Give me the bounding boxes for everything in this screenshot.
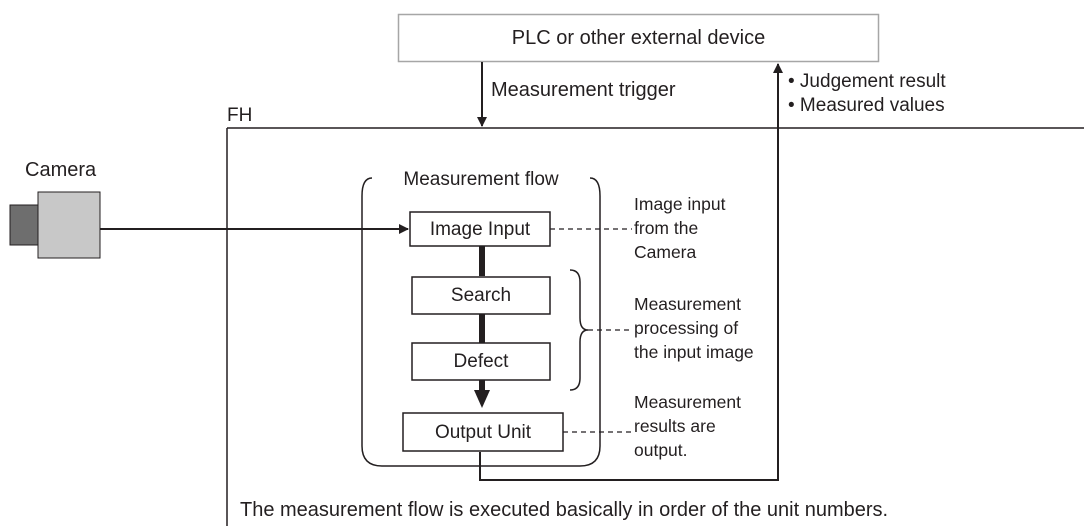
note-output: Measurement results are output. bbox=[634, 390, 741, 462]
unit-box-defect bbox=[411, 342, 551, 381]
processing-brace bbox=[569, 269, 589, 391]
note-output-line-2: results are bbox=[634, 416, 716, 436]
note-processing-line-3: the input image bbox=[634, 342, 754, 362]
note-image-input: Image input from the Camera bbox=[634, 192, 725, 264]
note-processing-line-1: Measurement bbox=[634, 294, 741, 314]
camera-lens bbox=[9, 204, 41, 246]
note-image-input-line-1: Image input bbox=[634, 194, 726, 214]
camera-label: Camera bbox=[25, 159, 97, 181]
flow-title: Measurement flow bbox=[376, 170, 586, 189]
unit-box-search bbox=[411, 276, 551, 315]
camera-body bbox=[37, 191, 101, 259]
plc-box bbox=[397, 13, 880, 63]
unit-box-image-input bbox=[409, 211, 551, 247]
unit-label-output: Output Unit bbox=[434, 422, 532, 443]
note-processing: Measurement processing of the input imag… bbox=[634, 292, 754, 364]
unit-label-search: Search bbox=[450, 285, 512, 306]
note-image-input-line-3: Camera bbox=[634, 242, 697, 262]
output-item-values: • Measured values bbox=[788, 95, 945, 116]
unit-label-image-input: Image Input bbox=[429, 219, 531, 240]
note-output-line-3: output. bbox=[634, 440, 688, 460]
note-output-line-1: Measurement bbox=[634, 392, 741, 412]
unit-label-defect: Defect bbox=[453, 351, 509, 372]
output-item-judgement: • Judgement result bbox=[788, 71, 946, 92]
output-list: • Judgement result • Measured values bbox=[788, 70, 946, 118]
plc-label: PLC or other external device bbox=[511, 27, 766, 49]
unit-box-output bbox=[402, 412, 564, 452]
footer-caption: The measurement flow is executed basical… bbox=[240, 499, 889, 521]
note-image-input-line-2: from the bbox=[634, 218, 699, 238]
flow-container bbox=[361, 177, 601, 467]
trigger-label: Measurement trigger bbox=[491, 79, 676, 101]
fh-label: FH bbox=[227, 105, 253, 126]
note-processing-line-2: processing of bbox=[634, 318, 739, 338]
flow-arrowhead bbox=[474, 390, 490, 408]
